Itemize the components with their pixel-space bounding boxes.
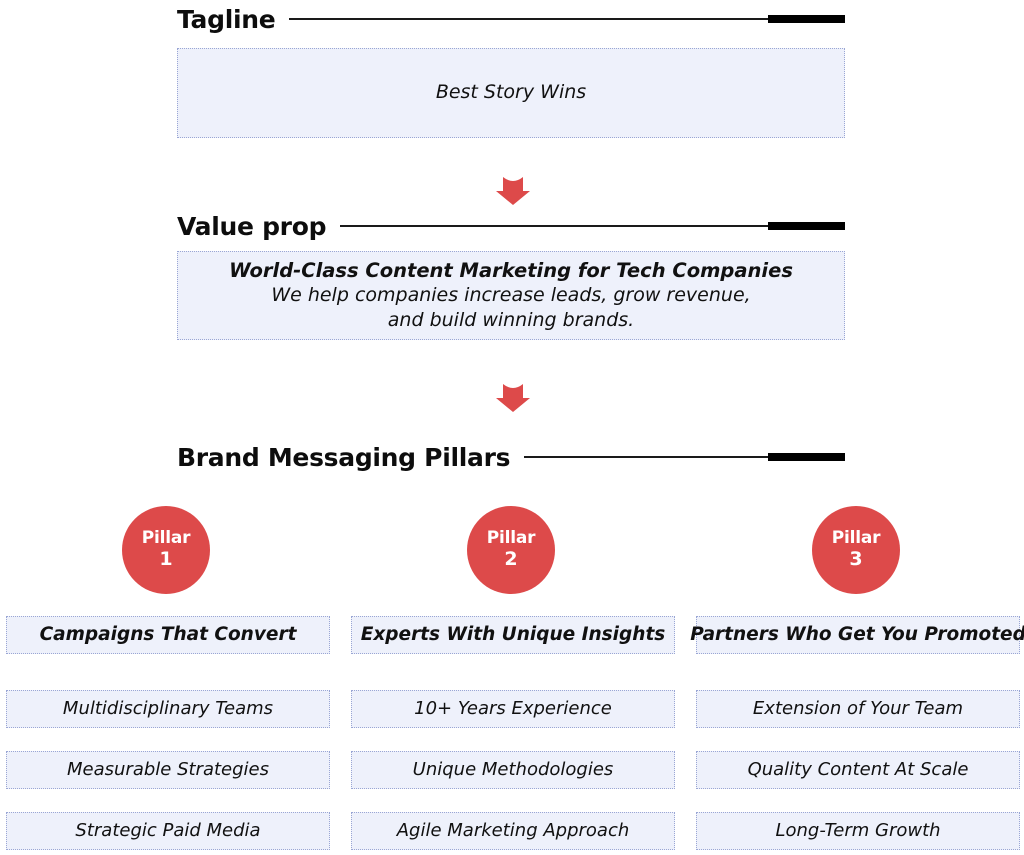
pillar-heading-text: Campaigns That Convert (39, 623, 297, 645)
pillar-2-heading-cell: Experts With Unique Insights (351, 616, 675, 654)
pillar-badge-number: 3 (849, 547, 863, 570)
pillar-heading-text: Experts With Unique Insights (360, 623, 666, 645)
pillar-2-item-2: Unique Methodologies (351, 751, 675, 789)
pillar-item-text: Multidisciplinary Teams (62, 698, 274, 719)
value-prop-panel: World-Class Content Marketing for Tech C… (177, 251, 845, 340)
pillar-3-heading-cell: Partners Who Get You Promoted (690, 616, 1024, 654)
arrow-down-icon-1 (495, 174, 531, 206)
rule-thick-cap (768, 222, 845, 230)
pillar-1-item-3: Strategic Paid Media (6, 812, 330, 850)
pillar-1-item-2: Measurable Strategies (6, 751, 330, 789)
section-rule-tagline (289, 13, 845, 25)
section-rule-pillars (524, 451, 845, 463)
pillar-3-item-2: Quality Content At Scale (696, 751, 1020, 789)
tagline-text: Best Story Wins (435, 81, 587, 104)
section-title-pillars: Brand Messaging Pillars (177, 442, 511, 472)
pillar-badge-3: Pillar 3 (812, 506, 900, 594)
rule-thick-cap (768, 453, 845, 461)
rule-thin-line (524, 456, 845, 458)
pillar-badge-number: 1 (159, 547, 173, 570)
pillar-2-item-1: 10+ Years Experience (351, 690, 675, 728)
pillar-1-heading-cell: Campaigns That Convert (6, 616, 330, 654)
pillar-item-text: Extension of Your Team (752, 698, 964, 719)
section-title-tagline: Tagline (177, 4, 276, 34)
pillar-1-item-1: Multidisciplinary Teams (6, 690, 330, 728)
rule-thin-line (340, 225, 845, 227)
rule-thin-line (289, 18, 845, 20)
section-header-pillars: Brand Messaging Pillars (177, 440, 845, 474)
pillar-2-item-3: Agile Marketing Approach (351, 812, 675, 850)
pillar-badge-2: Pillar 2 (467, 506, 555, 594)
value-prop-headline: World-Class Content Marketing for Tech C… (229, 258, 793, 282)
pillar-badge-label: Pillar (141, 528, 191, 549)
value-prop-subline-1: We help companies increase leads, grow r… (271, 284, 751, 307)
pillar-item-text: Measurable Strategies (67, 759, 269, 780)
pillar-heading-text: Partners Who Get You Promoted (690, 623, 1024, 645)
section-rule-value-prop (340, 220, 845, 232)
arrow-down-icon-2 (495, 381, 531, 413)
pillar-3-item-3: Long-Term Growth (696, 812, 1020, 850)
section-title-value-prop: Value prop (177, 211, 327, 241)
pillar-badge-1: Pillar 1 (122, 506, 210, 594)
pillar-badge-label: Pillar (831, 528, 881, 549)
pillar-item-text: Agile Marketing Approach (396, 820, 630, 841)
pillar-badge-number: 2 (504, 547, 518, 570)
pillar-item-text: 10+ Years Experience (414, 698, 612, 719)
rule-thick-cap (768, 15, 845, 23)
pillar-item-text: Unique Methodologies (412, 759, 614, 780)
section-header-tagline: Tagline (177, 2, 845, 36)
pillar-item-text: Long-Term Growth (775, 820, 941, 841)
section-header-value-prop: Value prop (177, 209, 845, 243)
value-prop-subline-2: and build winning brands. (387, 309, 635, 332)
pillar-item-text: Strategic Paid Media (75, 820, 261, 841)
pillar-badge-label: Pillar (486, 528, 536, 549)
tagline-panel: Best Story Wins (177, 48, 845, 138)
pillar-item-text: Quality Content At Scale (747, 759, 969, 780)
pillar-3-item-1: Extension of Your Team (696, 690, 1020, 728)
